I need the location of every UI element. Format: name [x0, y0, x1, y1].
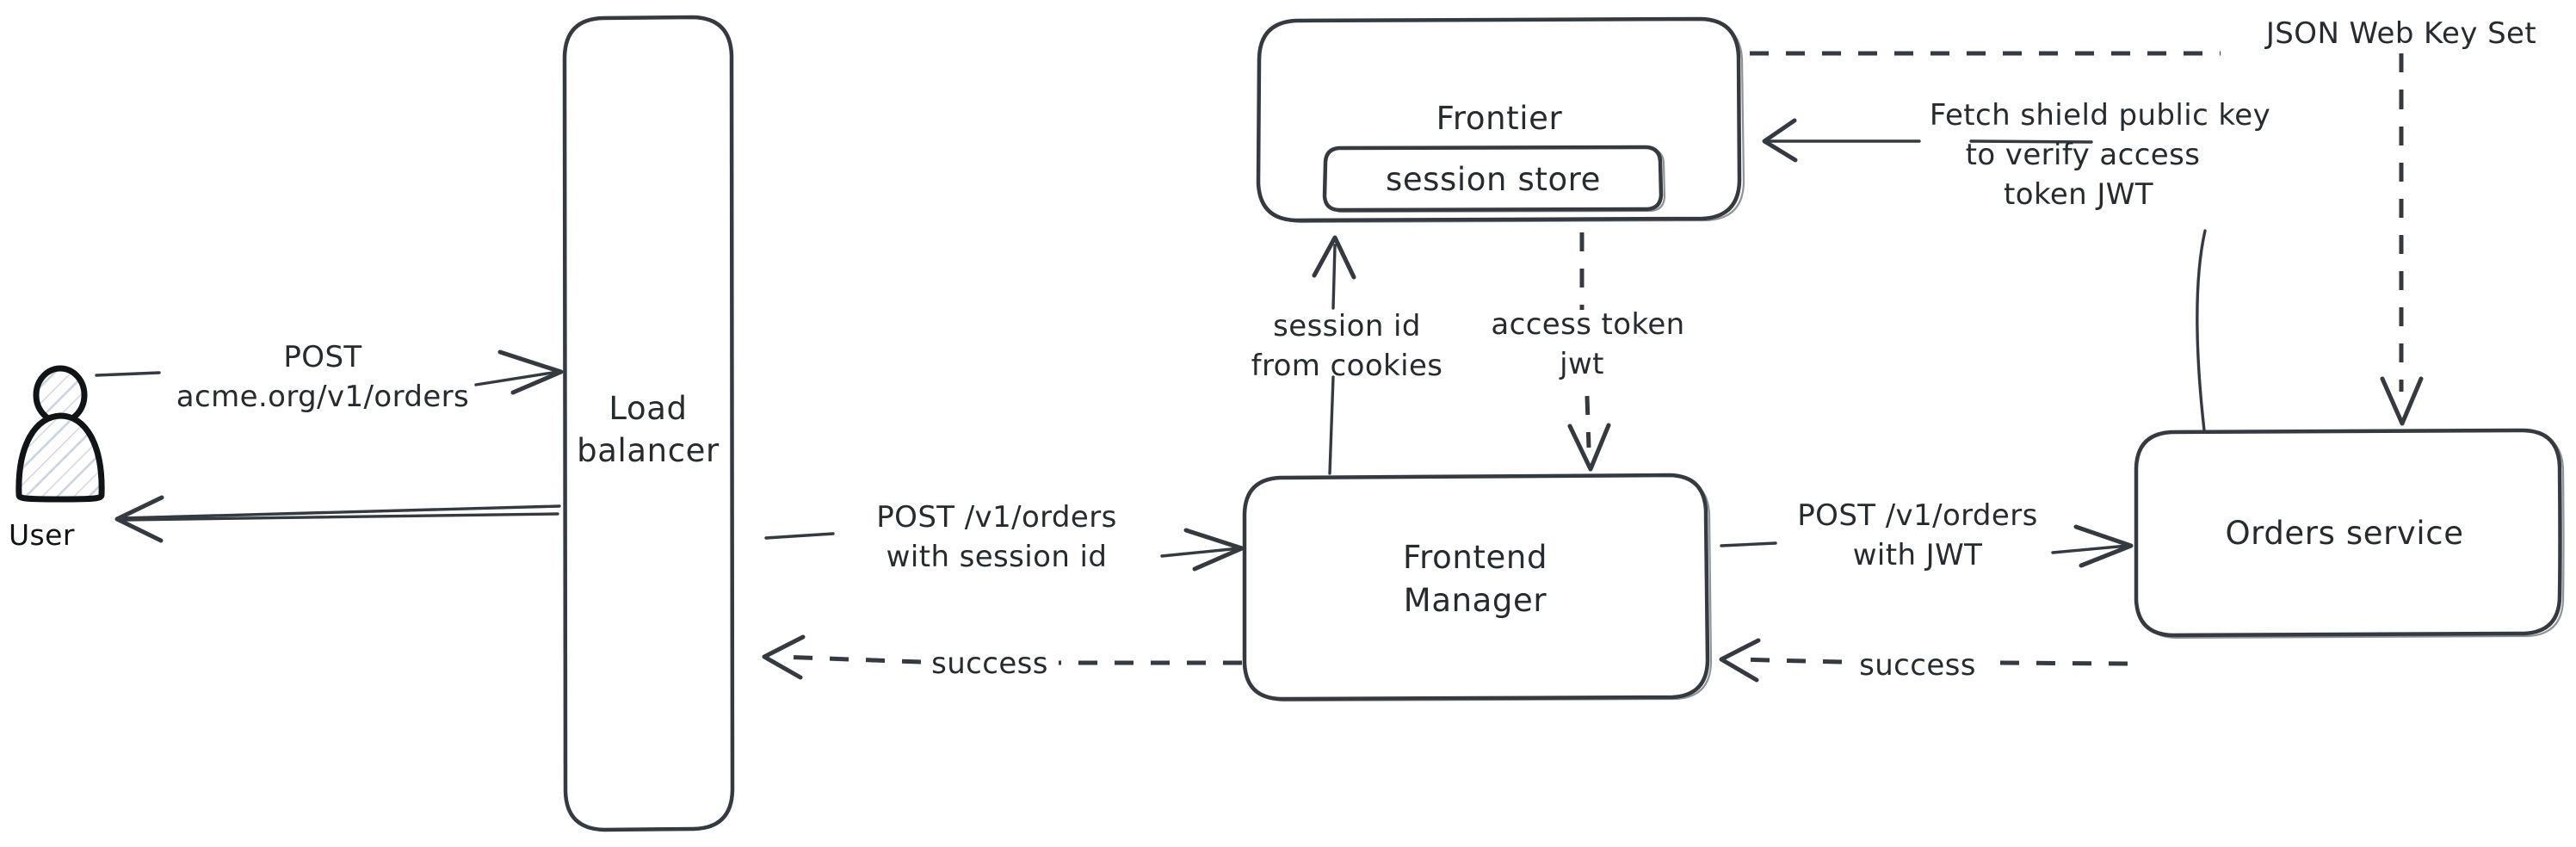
edge-orders-to-fm-success-label: success	[1859, 648, 1976, 683]
edge-load-balancer-to-user	[114, 495, 561, 543]
edge-lb-to-fm-label-line2: with session id	[886, 540, 1108, 574]
edge-fm-to-lb-success-label: success	[931, 646, 1048, 681]
node-orders-service-label: Orders service	[2225, 515, 2463, 552]
edge-frontier-to-orders-service-jwks: JSON Web Key Set	[1750, 16, 2536, 426]
node-load-balancer[interactable]: Load balancer	[562, 15, 735, 832]
node-frontier-label: Frontier	[1436, 100, 1563, 137]
node-session-store-label: session store	[1386, 161, 1601, 198]
edge-orders-to-frontier-label-line3: token JWT	[2004, 177, 2153, 212]
node-frontend-manager-label-line2: Manager	[1404, 582, 1547, 619]
node-session-store[interactable]: session store	[1322, 145, 1666, 213]
node-load-balancer-label-line2: balancer	[577, 432, 720, 469]
node-frontend-manager[interactable]: Frontend Manager	[1242, 473, 1713, 702]
edge-load-balancer-to-frontend-manager: POST /v1/orders with session id	[764, 500, 1245, 574]
edge-user-to-load-balancer-label-line2: acme.org/v1/orders	[176, 380, 469, 414]
edge-fm-to-orders-label-line2: with JWT	[1853, 538, 1983, 572]
edge-fm-to-frontier-label-line2: from cookies	[1251, 349, 1443, 383]
user-actor-label: User	[9, 518, 75, 552]
edge-frontend-manager-to-orders-service: POST /v1/orders with JWT	[1720, 498, 2134, 572]
edge-orders-service-to-frontend-manager-success: success	[1719, 638, 2128, 683]
edge-user-to-load-balancer-label-line1: POST	[283, 340, 361, 374]
edge-frontend-manager-to-load-balancer-success: success	[762, 634, 1242, 681]
user-actor-icon	[15, 365, 105, 503]
edge-lb-to-fm-label-line1: POST /v1/orders	[876, 500, 1116, 535]
node-frontier[interactable]: Frontier session store	[1256, 16, 1745, 224]
edge-frontier-to-orders-jwks-label: JSON Web Key Set	[2264, 16, 2536, 51]
edge-user-to-load-balancer: POST acme.org/v1/orders	[95, 340, 564, 414]
edge-orders-service-to-frontier-fetch: Fetch shield public key to verify access…	[1762, 98, 2270, 432]
node-load-balancer-label-line1: Load	[608, 390, 687, 427]
edge-frontier-to-frontend-manager: access token jwt	[1491, 232, 1684, 472]
edge-frontier-to-fm-label-line2: jwt	[1559, 347, 1604, 381]
edge-orders-to-frontier-label-line1: Fetch shield public key	[1930, 98, 2270, 133]
node-orders-service[interactable]: Orders service	[2134, 428, 2565, 640]
node-frontend-manager-label-line1: Frontend	[1403, 539, 1547, 576]
edge-fm-to-frontier-label-line1: session id	[1273, 309, 1421, 343]
edge-frontier-to-fm-label-line1: access token	[1491, 307, 1684, 342]
edge-orders-to-frontier-label-line2: to verify access	[1966, 138, 2201, 172]
edge-frontend-manager-to-frontier: session id from cookies	[1251, 235, 1443, 475]
edge-fm-to-orders-label-line1: POST /v1/orders	[1797, 498, 2037, 533]
